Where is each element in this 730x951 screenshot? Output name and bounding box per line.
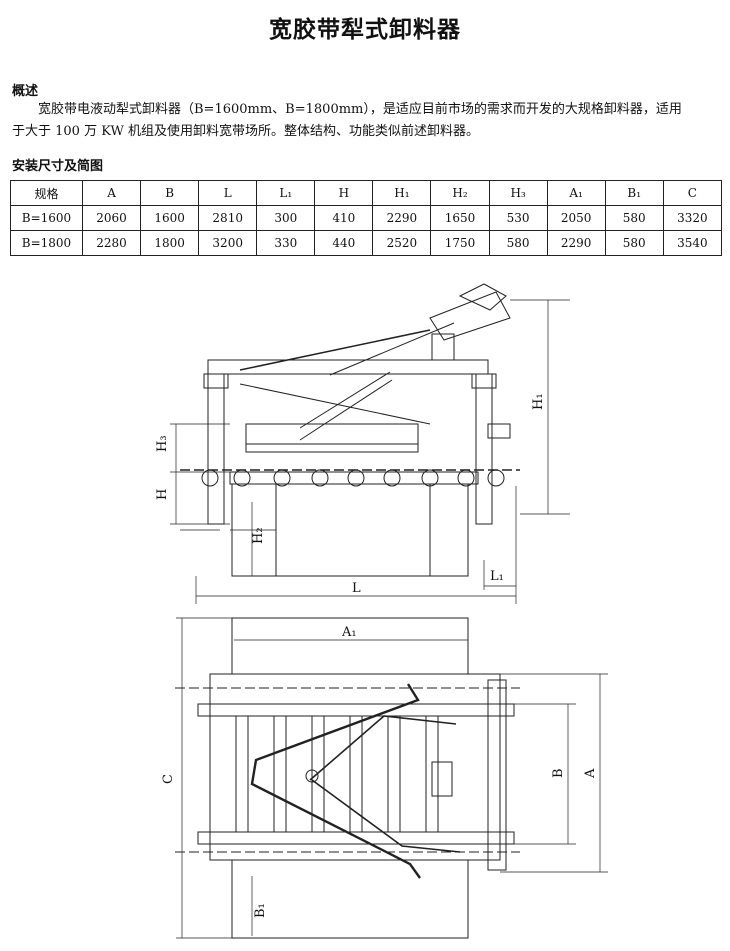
right-post-cap bbox=[471, 373, 497, 389]
table-header-row: 规格 A B L L₁ H H₁ H₂ H₃ A₁ B₁ C bbox=[10, 180, 723, 206]
table-cell: 2060 bbox=[81, 205, 142, 231]
table-cell: 1800 bbox=[140, 230, 200, 256]
table-cell: 1600 bbox=[140, 205, 200, 231]
table-header-cell: H₃ bbox=[488, 180, 548, 206]
pivot-bracket bbox=[487, 423, 511, 439]
table-cell: 580 bbox=[604, 230, 664, 256]
label-A: A bbox=[583, 768, 598, 779]
v-plough bbox=[250, 683, 421, 879]
table-cell: 2290 bbox=[546, 230, 606, 256]
overview-paragraph: 宽胶带电液动犁式卸料器（B=1600mm、B=1800mm），是适应目前市场的需… bbox=[12, 99, 720, 143]
plan-rollers bbox=[235, 715, 439, 833]
hydraulic-cylinder bbox=[429, 291, 511, 341]
table-cell: 410 bbox=[314, 205, 374, 231]
table-cell: 580 bbox=[604, 205, 664, 231]
plan-view: A₁ C B A B₁ bbox=[161, 617, 608, 939]
label-B: B bbox=[551, 768, 566, 778]
table-cell: 300 bbox=[256, 205, 316, 231]
table-header-cell: C bbox=[662, 180, 723, 206]
plan-hydraulic-unit bbox=[431, 761, 453, 797]
table-cell: 3320 bbox=[662, 205, 723, 231]
install-heading: 安装尺寸及简图 bbox=[12, 159, 104, 174]
table-cell: 2280 bbox=[81, 230, 142, 256]
plough-blade bbox=[245, 423, 419, 445]
technical-drawings: H₁ H₃ H H₂ L L₁ bbox=[155, 283, 608, 939]
page-title: 宽胶带犁式卸料器 bbox=[269, 17, 461, 43]
table-header-cell: A bbox=[81, 180, 142, 206]
table-header-cell: B₁ bbox=[604, 180, 664, 206]
table-header-cell: L bbox=[198, 180, 258, 206]
side-elevation-view: H₁ H₃ H H₂ L L₁ bbox=[155, 283, 570, 604]
plan-frame bbox=[209, 673, 501, 861]
overview-line-2: 于大于 100 万 KW 机组及使用卸料宽带场所。整体结构、功能类似前述卸料器。 bbox=[12, 124, 479, 139]
cylinder-arm bbox=[239, 329, 431, 371]
overview-line-1: 宽胶带电液动犁式卸料器（B=1600mm、B=1800mm），是适应目前市场的需… bbox=[38, 102, 682, 117]
label-C: C bbox=[161, 774, 176, 784]
table-header-cell: H₁ bbox=[372, 180, 432, 206]
top-frame-beam bbox=[207, 359, 489, 375]
label-H1: H₁ bbox=[531, 393, 546, 410]
table-header-cell: H bbox=[314, 180, 374, 206]
label-L: L bbox=[352, 581, 361, 596]
table-header-cell: 规格 bbox=[10, 180, 83, 206]
label-H2: H₂ bbox=[251, 527, 266, 544]
table-cell: B=1600 bbox=[10, 205, 83, 231]
table-cell: 580 bbox=[488, 230, 548, 256]
plan-bottom-drum bbox=[231, 859, 469, 939]
table-cell: 3540 bbox=[662, 230, 723, 256]
conveyor-frame bbox=[229, 471, 479, 485]
motor-box bbox=[431, 333, 455, 361]
table-cell: 3200 bbox=[198, 230, 258, 256]
table-cell: 1750 bbox=[430, 230, 490, 256]
table-cell: 440 bbox=[314, 230, 374, 256]
table-row: B=1600 2060 1600 2810 300 410 2290 1650 … bbox=[10, 205, 723, 231]
overview-heading: 概述 bbox=[12, 84, 39, 99]
table-cell: 2050 bbox=[546, 205, 606, 231]
table-cell: B=1800 bbox=[10, 230, 83, 256]
label-H3: H₃ bbox=[155, 435, 170, 452]
label-L1: L₁ bbox=[490, 569, 504, 584]
table-header-cell: B bbox=[140, 180, 200, 206]
table-cell: 2810 bbox=[198, 205, 258, 231]
label-H: H bbox=[155, 489, 170, 500]
table-header-cell: L₁ bbox=[256, 180, 316, 206]
table-cell: 2290 bbox=[372, 205, 432, 231]
table-row: B=1800 2280 1800 3200 330 440 2520 1750 … bbox=[10, 230, 723, 256]
spec-table: 规格 A B L L₁ H H₁ H₂ H₃ A₁ B₁ C B=1600 20… bbox=[10, 180, 723, 256]
left-post bbox=[207, 373, 225, 525]
table-cell: 530 bbox=[488, 205, 548, 231]
table-cell: 1650 bbox=[430, 205, 490, 231]
right-post bbox=[475, 373, 493, 525]
table-cell: 330 bbox=[256, 230, 316, 256]
table-header-cell: H₂ bbox=[430, 180, 490, 206]
label-A1: A₁ bbox=[341, 625, 357, 640]
table-header-cell: A₁ bbox=[546, 180, 606, 206]
label-B1: B₁ bbox=[253, 903, 268, 918]
table-cell: 2520 bbox=[372, 230, 432, 256]
left-post-cap bbox=[203, 373, 229, 389]
